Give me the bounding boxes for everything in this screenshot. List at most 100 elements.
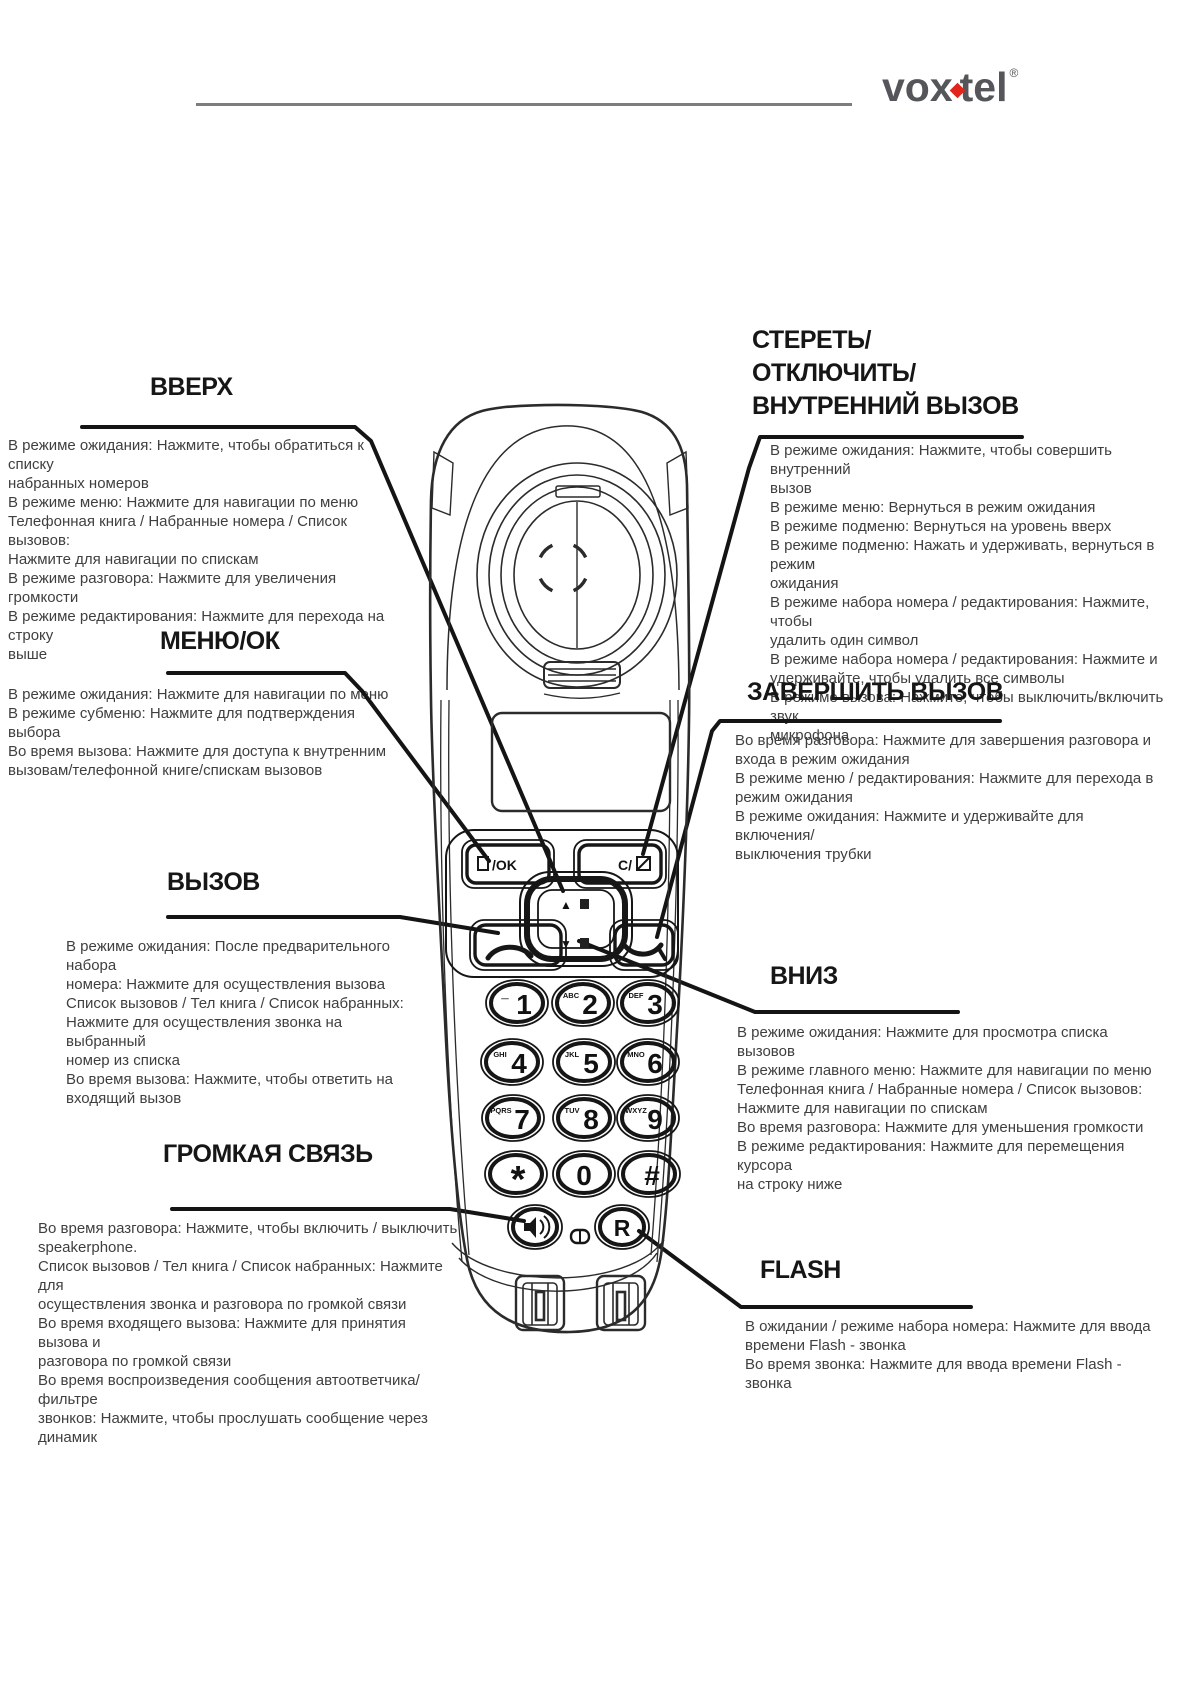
key-6: MNO 6 [616, 1038, 680, 1086]
svg-text:9: 9 [647, 1104, 663, 1135]
key-3: DEF 3 [616, 979, 680, 1027]
earpiece [476, 462, 678, 699]
key-hash: # [617, 1150, 681, 1198]
svg-text:1: 1 [516, 989, 532, 1020]
end-call-key [609, 919, 679, 971]
earpiece-top-tab [555, 485, 601, 498]
callout-text-flash: В ожидании / режиме набора номера: Нажми… [745, 1318, 1151, 1392]
key-5: JKL 5 [552, 1038, 616, 1086]
left-shoulder-notch [431, 450, 454, 517]
nav-frame [445, 829, 679, 978]
key-star: * [484, 1150, 548, 1201]
svg-text:ABC: ABC [563, 991, 580, 1000]
key-0: 0 [552, 1150, 616, 1198]
svg-text:WXYZ: WXYZ [625, 1106, 647, 1115]
right-shoulder-notch [666, 450, 689, 517]
key-1: — 1 [485, 979, 549, 1027]
svg-text:#: # [644, 1160, 660, 1191]
flash-key-label: R [614, 1215, 631, 1241]
callout-line-call [166, 915, 500, 935]
key-8: TUV 8 [552, 1094, 616, 1142]
up-phonebook-icon [580, 899, 589, 909]
svg-text:TUV: TUV [565, 1106, 580, 1115]
key-2: ABC 2 [551, 979, 615, 1027]
left-rail-1 [440, 699, 463, 1263]
flash-r-key: R [594, 1204, 650, 1250]
charging-contacts [514, 1274, 647, 1332]
speaker-icon [524, 1215, 551, 1239]
up-key-symbol: ▲ [560, 898, 572, 912]
menu-ok-key: /OK [461, 839, 555, 889]
earpiece-ring-inner [500, 486, 654, 664]
svg-text:0: 0 [576, 1160, 592, 1191]
clear-mute-key: C/ [573, 839, 667, 889]
callout-title-clear: СТЕРЕТЬ/ ОТКЛЮЧИТЬ/ ВНУТРЕННИЙ ВЫЗОВ [752, 326, 1019, 420]
callout-title-speakerphone: ГРОМКАЯ СВЯЗЬ [163, 1140, 373, 1168]
svg-text:8: 8 [583, 1104, 599, 1135]
call-handset-icon [485, 944, 534, 961]
callout-title-end-call: ЗАВЕРШИТЬ ВЫЗОВ [747, 678, 1004, 706]
handset-outline [428, 403, 691, 1334]
keypad: — 1 ABC 2 DEF 3 GHI 4 [480, 979, 681, 1250]
callout-title-call: ВЫЗОВ [167, 868, 260, 896]
microphone-hole [569, 1228, 591, 1245]
svg-text:MNO: MNO [627, 1050, 645, 1059]
svg-text:2: 2 [582, 989, 598, 1020]
down-calllist-icon [580, 938, 589, 948]
callout-text-speakerphone: Во время разговора: Нажмите, чтобы включ… [38, 1220, 458, 1446]
callout-text-menu-ok: В режиме ожидания: Нажмите для навигации… [8, 686, 389, 779]
up-down-pad: ▲ ▼ [519, 871, 633, 967]
nav-cluster: /OK C/ ▲ ▼ [445, 829, 679, 978]
registered-mark: ® [1009, 66, 1019, 80]
earpiece-ring-outer [476, 462, 678, 688]
earpiece-ring-mid [488, 474, 666, 676]
svg-text:DEF: DEF [629, 991, 644, 1000]
callout-title-menu-ok: МЕНЮ/ОК [160, 627, 280, 655]
earpiece-disc [513, 500, 641, 650]
callout-text-call: В режиме ожидания: После предварительног… [66, 938, 404, 1107]
speakerphone-key [507, 1204, 563, 1250]
svg-text:6: 6 [647, 1048, 663, 1079]
menu-icon [477, 856, 489, 871]
svg-text:GHI: GHI [493, 1050, 506, 1059]
svg-text:4: 4 [511, 1048, 527, 1079]
down-key-symbol: ▼ [560, 937, 572, 951]
call-key [469, 919, 567, 971]
callout-text-down: В режиме ожидания: Нажмите для просмотра… [737, 1024, 1152, 1193]
key-4: GHI 4 [480, 1038, 544, 1086]
key-9: WXYZ 9 [616, 1094, 680, 1142]
key-7: PQRS 7 [481, 1094, 545, 1142]
display-screen [490, 711, 672, 813]
svg-text:—: — [501, 994, 509, 1003]
right-rail-2 [650, 699, 671, 1256]
mute-icon [636, 856, 651, 871]
bottom-seam-2 [458, 1252, 658, 1292]
bottom-seam-1 [451, 1239, 665, 1279]
callout-line-down [577, 939, 960, 1014]
callout-title-down: ВНИЗ [770, 962, 838, 990]
speaker-slot-arcs [538, 543, 588, 593]
svg-text:5: 5 [583, 1048, 599, 1079]
callout-text-end-call: Во время разговора: Нажмите для завершен… [735, 732, 1154, 863]
end-call-handset-icon [622, 942, 664, 957]
callout-title-up: ВВЕРХ [150, 373, 233, 401]
inner-top-contour [446, 425, 680, 691]
svg-text:*: * [511, 1159, 526, 1201]
svg-text:PQRS: PQRS [490, 1106, 511, 1115]
menu-ok-key-label: /OK [492, 857, 517, 873]
logo-text-tel: tel [959, 64, 1008, 110]
contact-right [595, 1274, 647, 1332]
right-rail-1 [656, 699, 679, 1263]
left-rail-2 [448, 699, 470, 1256]
speaker-grille [543, 661, 621, 699]
contact-left [514, 1274, 566, 1332]
logo-text-vox: vox [882, 64, 953, 110]
svg-text:3: 3 [647, 989, 663, 1020]
header-rule [196, 103, 852, 106]
clear-key-label: C/ [618, 857, 632, 873]
callout-title-flash: FLASH [760, 1256, 841, 1284]
voxtel-logo: vox tel ® [882, 64, 1018, 111]
svg-text:JKL: JKL [565, 1050, 580, 1059]
svg-text:7: 7 [514, 1104, 530, 1135]
